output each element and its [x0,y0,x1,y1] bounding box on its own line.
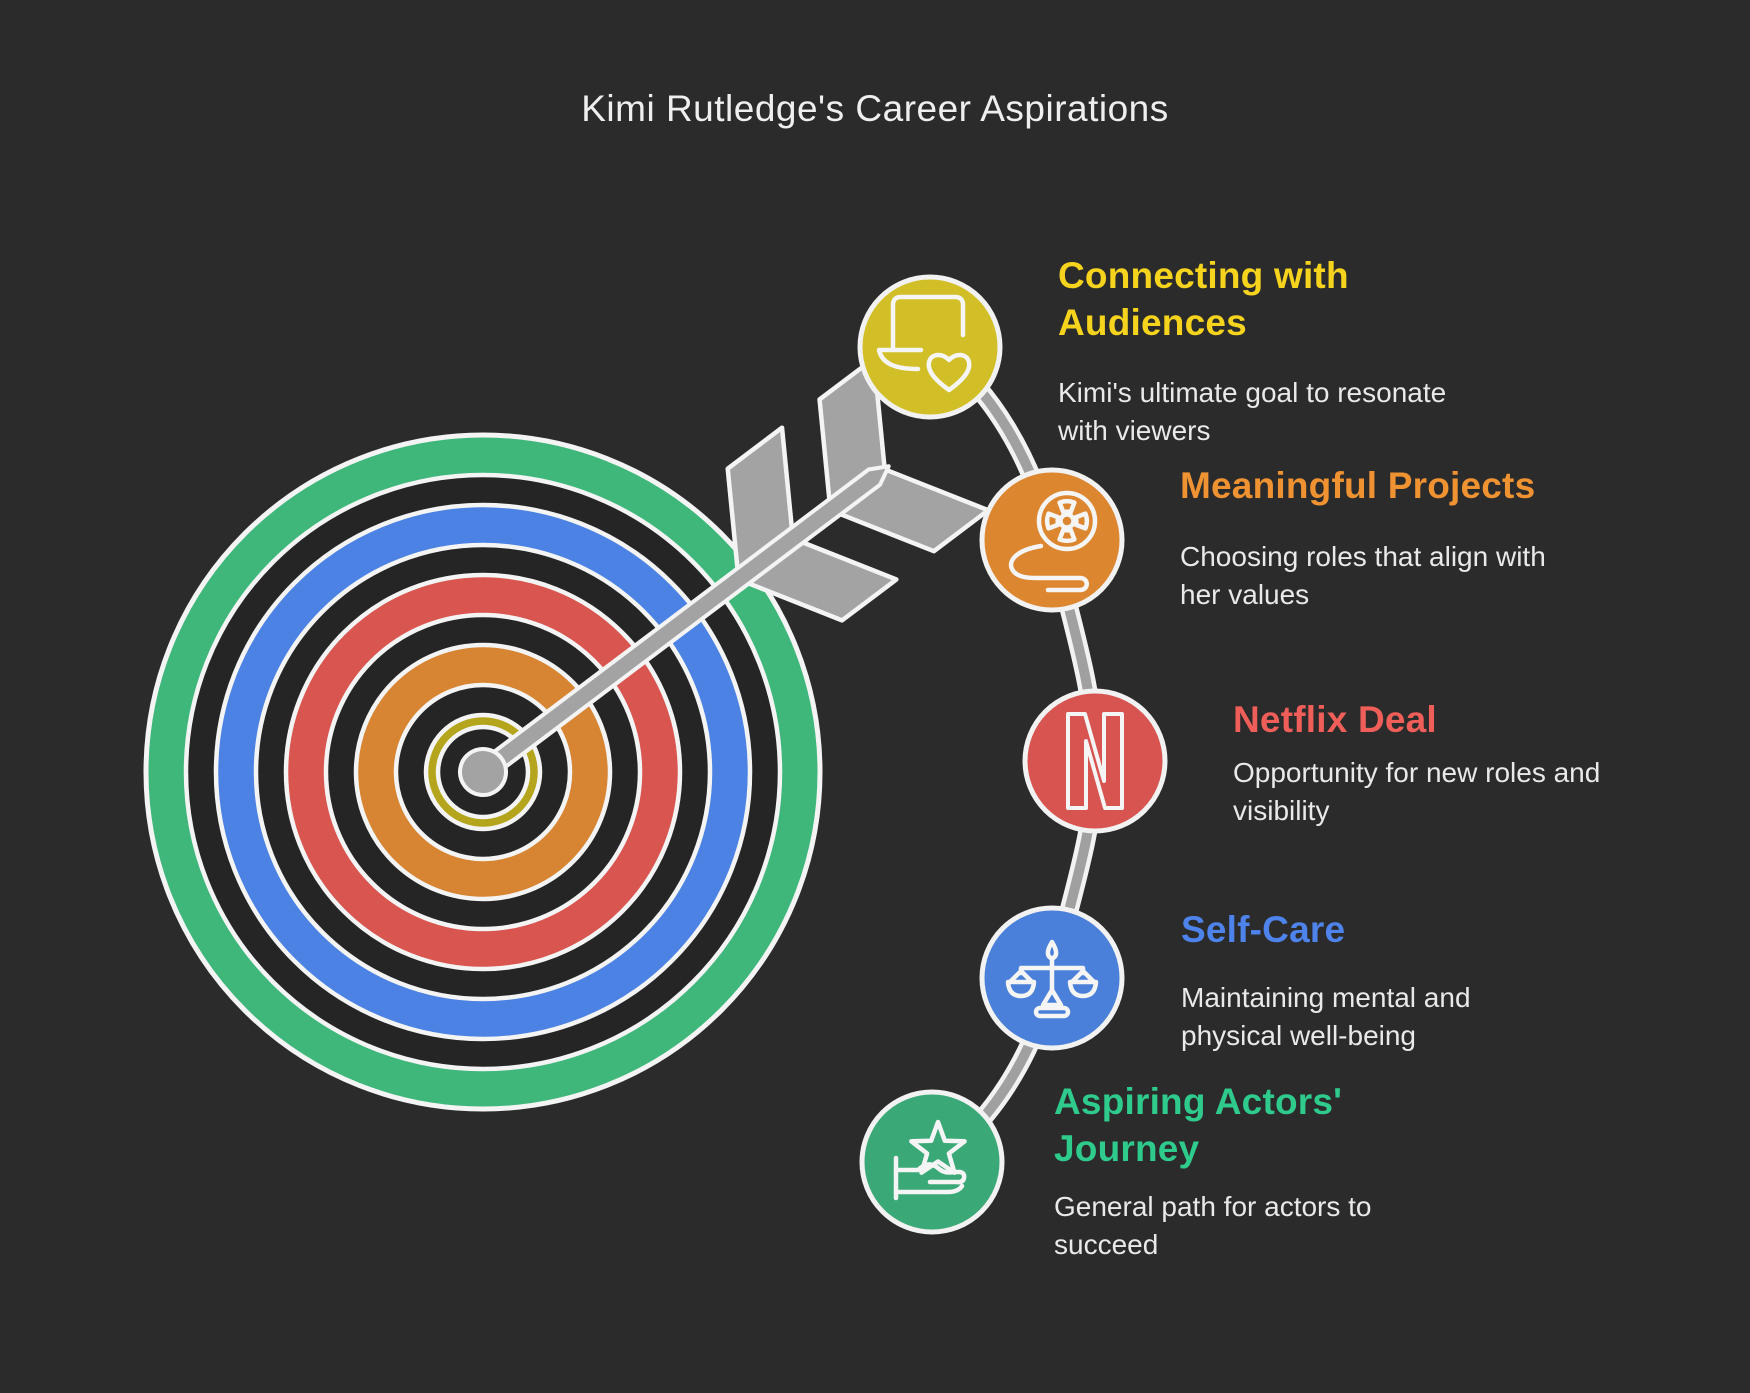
step-circle-meaningful-projects [979,467,1125,613]
step-circle-connecting-with-audiences [857,274,1003,420]
step-description-meaningful-projects: Choosing roles that align with her value… [1180,541,1546,610]
step-heading-self-care: Self-Care [1181,909,1346,950]
step-description-self-care: Maintaining mental and physical well-bei… [1181,982,1471,1051]
target-arrow [458,356,991,797]
netflix-n-icon [1066,712,1124,810]
arrow-impact-point [458,747,508,797]
scales-icon [1005,939,1099,1019]
step-description-connecting-with-audiences: Kimi's ultimate goal to resonate with vi… [1058,377,1447,446]
step-heading-netflix-deal: Netflix Deal [1233,699,1437,740]
step-description-aspiring-actors-journey: General path for actors to succeed [1054,1191,1372,1260]
step-circle-self-care [979,905,1125,1051]
step-description-netflix-deal: Opportunity for new roles and visibility [1233,757,1601,826]
step-circle-netflix-deal [1022,688,1168,834]
laptop-heart-icon [876,294,972,393]
film-reel-icon [1008,490,1098,593]
page-title: Kimi Rutledge's Career Aspirations [581,88,1169,129]
hand-star-icon [893,1119,967,1201]
step-heading-meaningful-projects: Meaningful Projects [1180,465,1536,506]
step-heading-aspiring-actors-journey: Aspiring Actors' Journey [1054,1081,1343,1169]
step-circle-aspiring-actors-journey [859,1089,1005,1235]
step-heading-connecting-with-audiences: Connecting with Audiences [1058,255,1349,343]
